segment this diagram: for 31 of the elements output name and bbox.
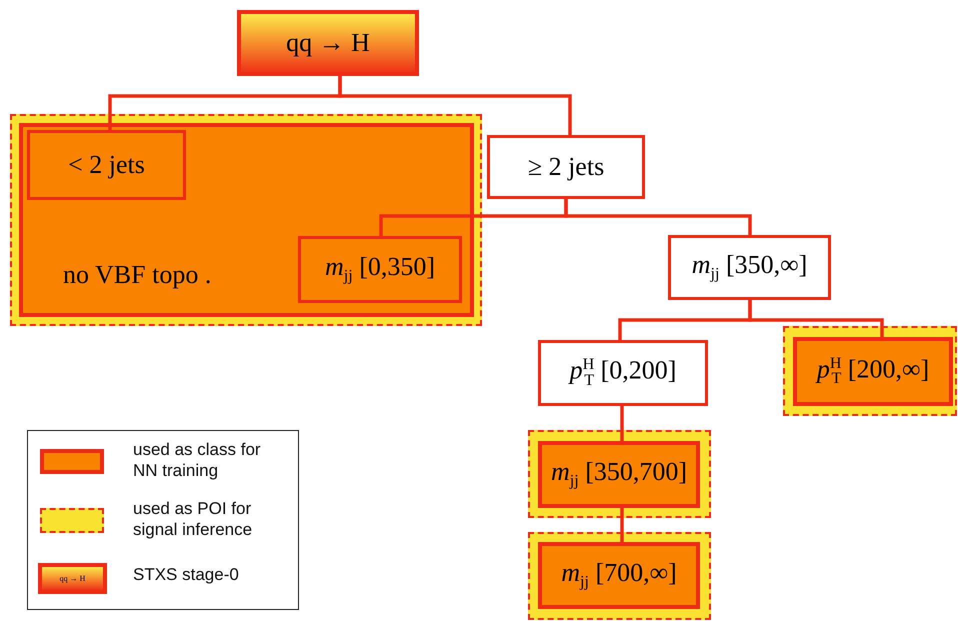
node-label: m$_{jj}$ [350,700] xyxy=(550,459,688,490)
process-box xyxy=(538,542,700,609)
process-box xyxy=(538,340,708,406)
highlight-band xyxy=(783,326,957,416)
process-box xyxy=(298,236,462,303)
node-label: m$_{jj}$ [0,350] xyxy=(324,254,436,285)
connector-line xyxy=(564,199,752,235)
process-box xyxy=(237,10,419,76)
process-box xyxy=(27,130,186,200)
connector-line xyxy=(620,508,624,542)
process-box xyxy=(668,235,831,300)
node-label: p$^{H}$$_{T}$ [0,200] xyxy=(570,357,676,389)
connector-line xyxy=(338,76,572,135)
process-box xyxy=(487,135,645,199)
legend-text: used as class for NN training xyxy=(133,439,262,481)
node-label: ≥ 2 jets xyxy=(528,154,604,180)
node-label: m$_{jj}$ [700,∞] xyxy=(561,560,677,591)
highlight-band xyxy=(528,430,711,518)
node-label: qq → H xyxy=(286,30,370,56)
connector-line xyxy=(620,406,624,441)
highlight-band xyxy=(528,532,711,620)
connector-line xyxy=(748,300,884,337)
node-label: no VBF topo . xyxy=(63,262,212,288)
node-label: m$_{jj}$ [350,∞] xyxy=(692,252,808,283)
legend-text: used as POI for signal inference xyxy=(133,498,254,540)
swatch-label: qq → H xyxy=(60,574,86,582)
node-label: p$^{H}$$_{T}$ [200,∞] xyxy=(816,356,930,388)
node-label: < 2 jets xyxy=(68,152,145,178)
legend-text: STXS stage-0 xyxy=(133,564,240,585)
process-box xyxy=(538,441,700,508)
process-box xyxy=(793,337,953,406)
